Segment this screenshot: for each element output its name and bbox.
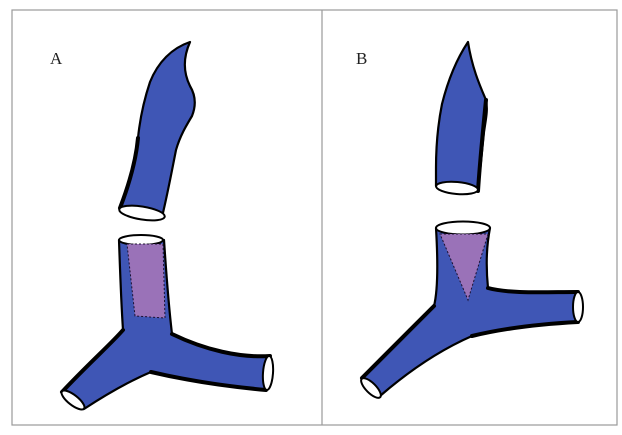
panel-b-lower-vessel-top-opening — [436, 222, 490, 235]
panel-b-right-branch-opening — [573, 292, 583, 322]
panel-b-label: B — [356, 49, 367, 68]
panel-a-label: A — [50, 49, 63, 68]
